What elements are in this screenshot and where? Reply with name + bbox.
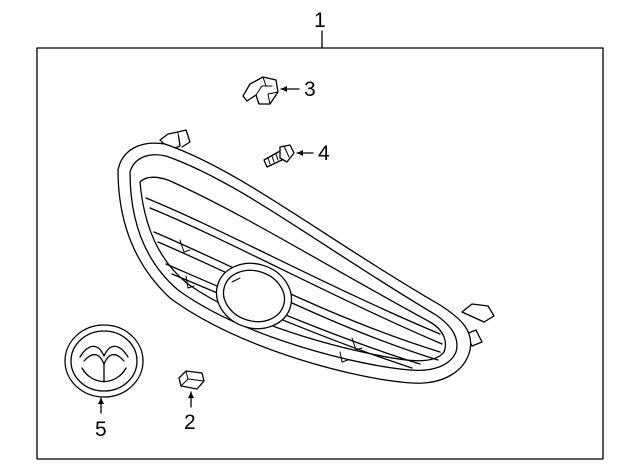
callout-1-label: 1 — [314, 9, 326, 32]
callout-4-arrowhead — [297, 150, 303, 156]
grille-assembly-icon — [117, 129, 495, 384]
clip-icon — [178, 370, 205, 390]
retainer-bracket-icon — [242, 76, 279, 105]
callout-2-arrowhead — [188, 392, 194, 398]
emblem-icon — [64, 324, 144, 398]
diagram-frame — [36, 47, 604, 460]
callout-3-label: 3 — [304, 78, 316, 101]
callout-3-arrowhead — [281, 86, 287, 92]
callout-4-label: 4 — [318, 142, 330, 165]
callout-5-arrowhead — [98, 398, 104, 404]
callout-2-label: 2 — [184, 411, 196, 434]
screw-icon — [263, 144, 295, 168]
callout-5-label: 5 — [95, 418, 107, 441]
